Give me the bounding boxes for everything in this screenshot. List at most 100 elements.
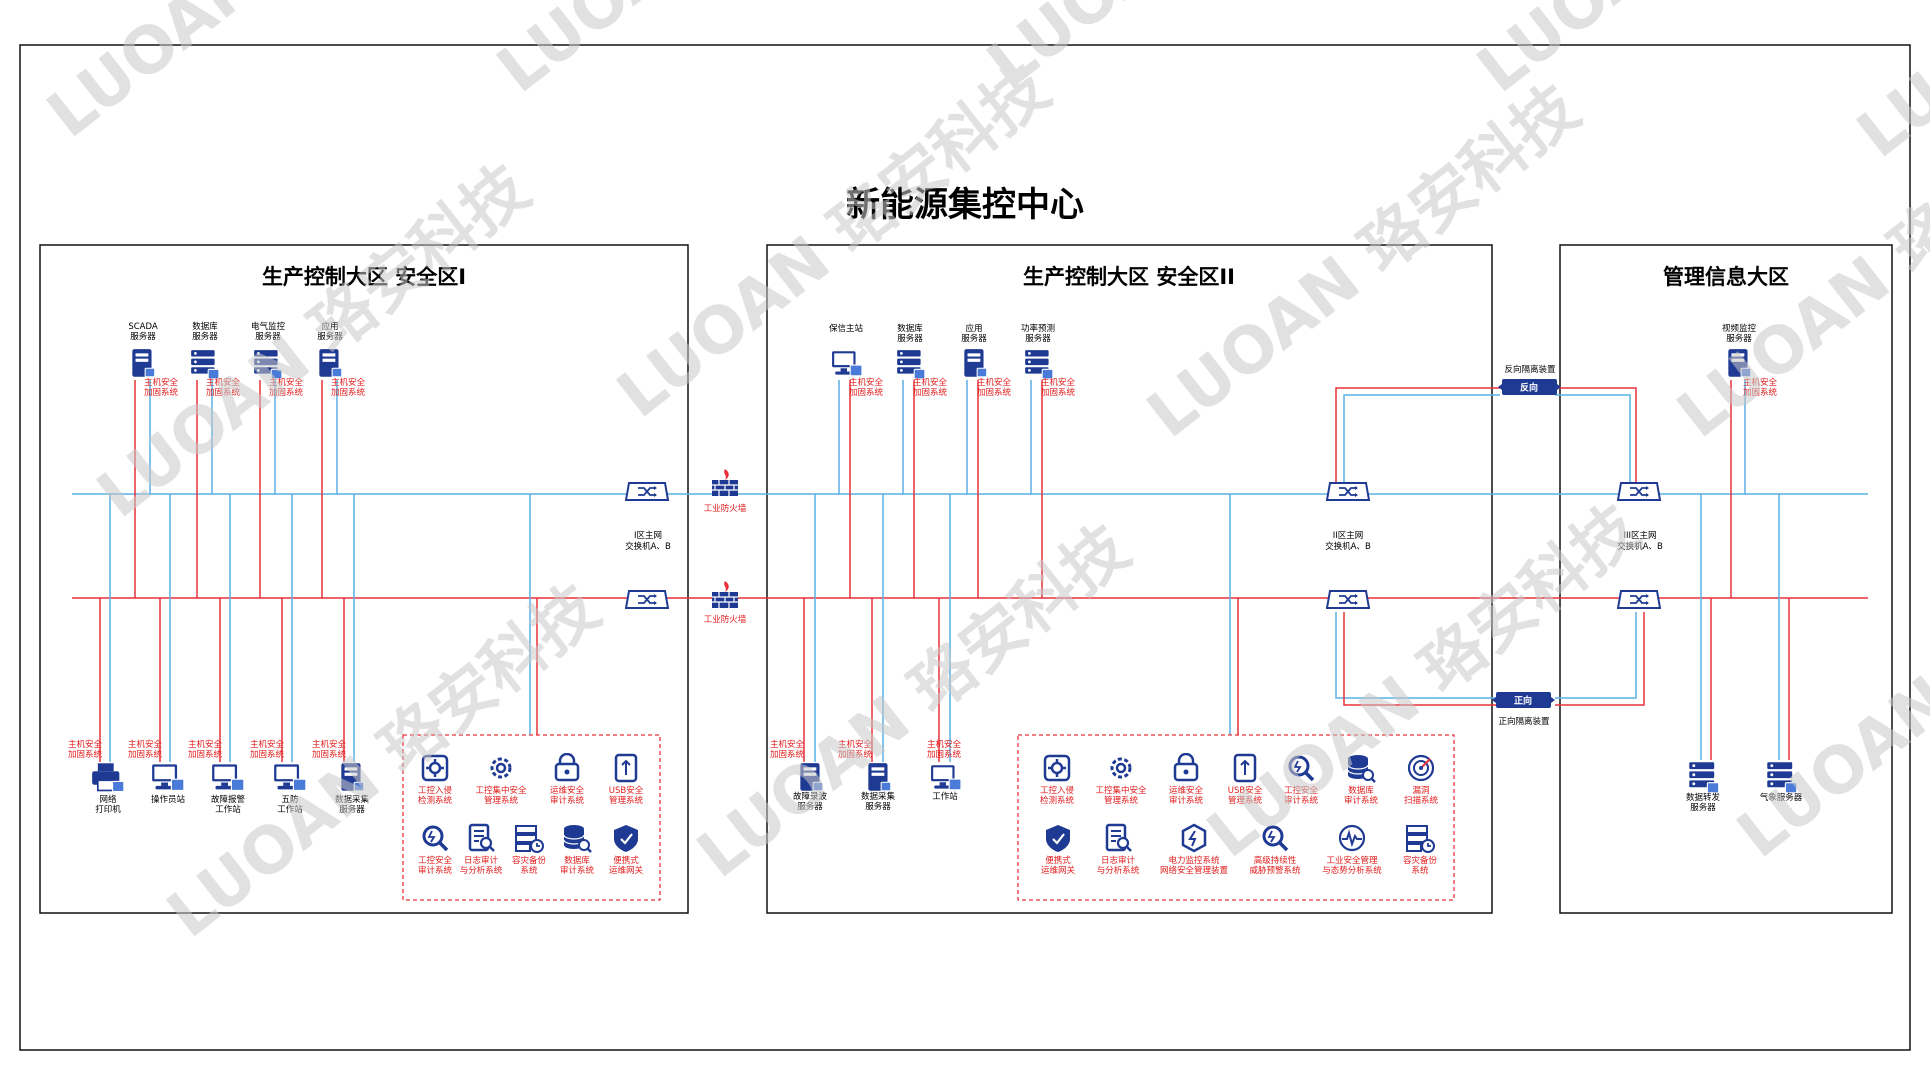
- switch-icon: [1326, 481, 1370, 502]
- security-system-icon: [1407, 754, 1435, 782]
- security-system-icon: [1105, 823, 1133, 853]
- link-line: [1555, 612, 1645, 706]
- host-security-label: 主机安全加固系统: [1743, 377, 1778, 398]
- switch-label: III区主网交换机A、B: [1617, 530, 1663, 552]
- host-security-label: 主机安全加固系统: [927, 739, 962, 760]
- device-label: 故障录波服务器: [793, 791, 828, 812]
- security-system-label: 数据库审计系统: [1344, 785, 1379, 806]
- server-icon: [896, 349, 926, 380]
- workstation-icon: [211, 763, 245, 792]
- security-system-label: 容灾备份系统: [1403, 855, 1438, 876]
- server-icon: [1688, 761, 1720, 794]
- watermark-text: LUOAN 珞安科技: [1194, 491, 1653, 872]
- device-label: 五防工作站: [277, 794, 303, 815]
- security-systems-box: [402, 734, 661, 901]
- server-label: 应用服务器: [961, 323, 987, 344]
- security-system-label: 工控安全审计系统: [418, 855, 453, 876]
- isolation-title: 反向隔离装置: [1504, 364, 1556, 375]
- host-security-label: 主机安全加固系统: [250, 739, 285, 760]
- security-system-label: 运维安全审计系统: [1169, 785, 1204, 806]
- security-system-label: 便携式运维网关: [609, 855, 644, 876]
- switch-icon: [625, 481, 669, 502]
- security-system-label: 高级持续性威胁预警系统: [1249, 855, 1301, 876]
- device-label: 数据采集服务器: [861, 791, 896, 812]
- zone3-title: 管理信息大区: [1663, 265, 1789, 289]
- zone3-box: [1559, 244, 1893, 914]
- watermark-text: LUOAN 珞安科技: [1844, 0, 1930, 173]
- device-label: 网络打印机: [95, 794, 121, 815]
- server-icon: [131, 348, 156, 378]
- host-security-label: 主机安全加固系统: [128, 739, 163, 760]
- security-system-icon: [612, 823, 640, 853]
- isolation-tag: 正向: [1514, 695, 1532, 707]
- security-system-label: USB安全管理系统: [609, 785, 644, 806]
- reverse-isolation-device: 反向: [1498, 379, 1561, 395]
- security-system-icon: [1043, 754, 1071, 782]
- security-system-label: 工业安全管理与态势分析系统: [1322, 855, 1382, 876]
- security-system-label: 便携式运维网关: [1041, 855, 1076, 876]
- device-label: 操作员站: [151, 794, 186, 805]
- security-system-label: 日志审计与分析系统: [1097, 855, 1140, 876]
- host-security-label: 主机安全加固系统: [838, 739, 873, 760]
- zone1-title: 生产控制大区 安全区I: [262, 265, 466, 289]
- host-security-label: 主机安全加固系统: [1041, 377, 1076, 398]
- watermark-text: LUOAN 珞安科技: [34, 0, 493, 153]
- security-system-label: 运维安全审计系统: [550, 785, 585, 806]
- switch-icon: [1326, 589, 1370, 610]
- security-system-label: 容灾备份系统: [512, 855, 547, 876]
- server-icon: [963, 348, 988, 378]
- security-system-icon: [1110, 757, 1132, 779]
- link-line: [1555, 387, 1637, 482]
- workstation-icon: [151, 763, 185, 792]
- watermark-text: LUOAN 珞安科技: [154, 571, 613, 952]
- link-line: [1335, 612, 1500, 699]
- link-line: [1555, 394, 1631, 482]
- isolation-title: 正向隔离装置: [1498, 716, 1550, 727]
- host-security-label: 主机安全加固系统: [206, 377, 241, 398]
- security-system-icon: [1338, 824, 1366, 852]
- host-security-label: 主机安全加固系统: [312, 739, 347, 760]
- security-system-label: 日志审计与分析系统: [460, 855, 503, 876]
- server-label: 视频监控服务器: [1722, 323, 1757, 344]
- security-system-icon: [490, 757, 512, 779]
- server-label: 数据库服务器: [192, 321, 218, 342]
- server-label: 功率预测服务器: [1021, 323, 1055, 344]
- device-label: 数据转发服务器: [1686, 792, 1721, 813]
- host-security-label: 主机安全加固系统: [269, 377, 304, 398]
- host-security-label: 主机安全加固系统: [849, 377, 884, 398]
- host-security-label: 主机安全加固系统: [977, 377, 1012, 398]
- server-label: 应用服务器: [317, 321, 343, 342]
- security-system-icon: [1181, 823, 1207, 853]
- switch-icon: [1617, 589, 1661, 610]
- outer-frame: [19, 44, 1911, 1051]
- security-system-icon: [515, 825, 544, 853]
- device-label: 故障报警工作站: [211, 794, 246, 815]
- switch-label: II区主网交换机A、B: [1325, 530, 1371, 552]
- security-system-label: 漏洞扫描系统: [1404, 785, 1439, 806]
- page-title: 新能源集控中心: [846, 185, 1084, 225]
- switch-label: I区主网交换机A、B: [625, 530, 671, 552]
- device-label: 气象服务器: [1760, 792, 1803, 803]
- server-label: 数据库服务器: [897, 323, 923, 344]
- network-lines: [72, 380, 1868, 762]
- security-system-label: 工控集中安全管理系统: [475, 785, 527, 806]
- host-security-label: 主机安全加固系统: [144, 377, 179, 398]
- host-security-label: 主机安全加固系统: [188, 739, 223, 760]
- security-system-label: USB安全管理系统: [1228, 785, 1263, 806]
- server-label: 电气监控服务器: [251, 321, 286, 342]
- server-label: 保信主站: [829, 323, 864, 334]
- switch-icon: [1617, 481, 1661, 502]
- server-icon: [831, 350, 863, 377]
- security-system-icon: [1044, 823, 1072, 853]
- host-security-label: 主机安全加固系统: [913, 377, 948, 398]
- security-system-label: 工控安全审计系统: [1284, 785, 1319, 806]
- security-system-label: 工控入侵检测系统: [418, 785, 453, 806]
- firewall-icon: [711, 580, 739, 609]
- security-system-icon: [422, 825, 449, 852]
- forward-isolation-device: 正向: [1492, 692, 1555, 708]
- zone2-title: 生产控制大区 安全区II: [1023, 265, 1235, 289]
- zone1-box: [39, 244, 689, 914]
- watermark-text: LUOAN 珞安科技: [604, 51, 1063, 432]
